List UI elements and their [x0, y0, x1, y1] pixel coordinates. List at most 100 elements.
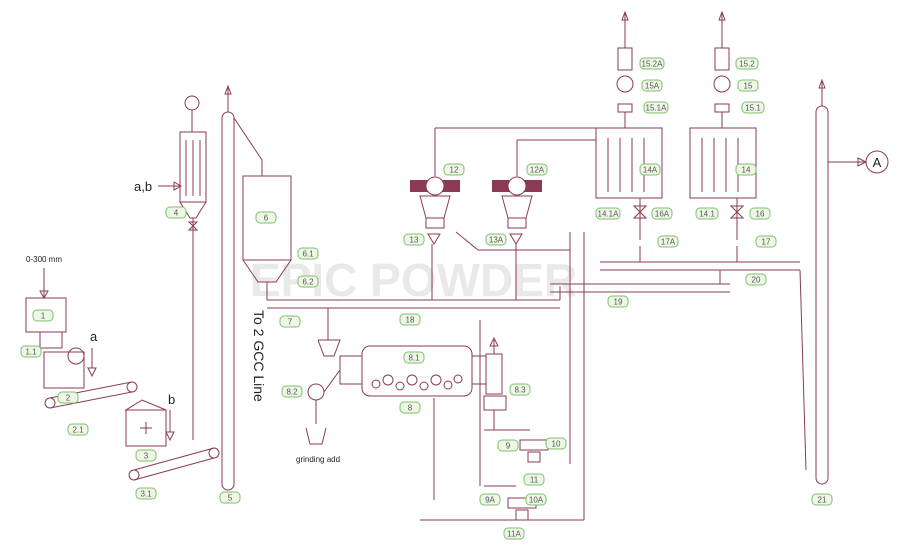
baghouse-14a [595, 127, 663, 199]
tag-17a: 17A [657, 235, 679, 248]
svg-text:15.1A: 15.1A [646, 104, 668, 113]
tag-14-1a: 14.1A [595, 207, 621, 220]
tag-8: 8 [399, 401, 421, 414]
tag-13: 13 [403, 233, 425, 246]
svg-text:16A: 16A [655, 210, 670, 219]
tag-5: 5 [219, 491, 241, 504]
svg-text:14A: 14A [643, 166, 658, 175]
tag-17: 17 [755, 235, 777, 248]
tag-14: 14 [735, 163, 757, 176]
tag-3: 3 [135, 449, 157, 462]
svg-text:9A: 9A [485, 496, 495, 505]
bag-filter-14 [689, 10, 757, 240]
svg-text:15.2A: 15.2A [642, 60, 664, 69]
crusher-motor-icon [67, 347, 85, 365]
svg-text:6.2: 6.2 [302, 278, 314, 287]
tag-15a: 15A [641, 79, 663, 92]
svg-text:17: 17 [762, 238, 771, 247]
tag-14-1: 14.1 [695, 207, 719, 220]
svg-text:6.1: 6.1 [302, 250, 314, 259]
tag-12: 12 [443, 163, 465, 176]
svg-text:8.1: 8.1 [408, 354, 420, 363]
crusher-feed-section: 0-300 mm a b [25, 255, 220, 481]
valve-16a-icon [632, 205, 648, 219]
svg-text:1.1: 1.1 [25, 348, 37, 357]
tag-9a: 9A [479, 493, 501, 506]
feed-size-label: 0-300 mm [26, 255, 62, 264]
tag-16: 16 [749, 207, 771, 220]
silo [242, 175, 292, 261]
additive-tank [305, 427, 327, 445]
fan-15a-icon [616, 75, 634, 93]
tag-8-2: 8.2 [281, 385, 303, 398]
classifier-12a [492, 139, 596, 245]
elevator-21 [815, 105, 829, 485]
grinding-add-label: grinding add [296, 455, 340, 464]
svg-text:10: 10 [552, 440, 561, 449]
tag-15-2a: 15.2A [639, 57, 665, 70]
svg-text:3.1: 3.1 [140, 490, 152, 499]
svg-text:3: 3 [144, 452, 149, 461]
tag-11a: 11A [503, 527, 525, 540]
tag-6: 6 [255, 211, 277, 224]
valve-16-icon [729, 205, 745, 219]
silo-6: To 2 GCC Line [242, 175, 292, 402]
output-a-label: A [873, 155, 882, 170]
tag-15-1: 15.1 [741, 101, 765, 114]
rotary-valve-icon [187, 221, 199, 231]
feed-hopper [25, 297, 67, 333]
baghouse-14 [689, 127, 757, 199]
svg-text:16: 16 [756, 210, 765, 219]
svg-text:19: 19 [614, 298, 623, 307]
tag-14a: 14A [639, 163, 661, 176]
lower-equipment [420, 231, 585, 521]
svg-text:8: 8 [408, 404, 413, 413]
svg-text:8.2: 8.2 [286, 388, 298, 397]
svg-text:9: 9 [506, 442, 511, 451]
tag-8-1: 8.1 [403, 351, 425, 364]
tag-18: 18 [399, 313, 421, 326]
tag-10a: 10A [525, 493, 547, 506]
svg-text:4: 4 [174, 209, 179, 218]
svg-text:1: 1 [41, 312, 46, 321]
svg-text:12: 12 [450, 166, 459, 175]
tag-20: 20 [745, 273, 767, 286]
feed-arrow-icon [39, 290, 49, 300]
belt-conveyor-3-1 [133, 447, 215, 471]
tag-11: 11 [523, 473, 545, 486]
crusher [43, 351, 85, 389]
to-gcc-line-label: To 2 GCC Line [251, 310, 267, 402]
output-a-node [865, 150, 889, 174]
bucket-elevator-21: A [799, 78, 889, 485]
tag-13a: 13A [485, 233, 507, 246]
valve-13-icon [427, 233, 441, 245]
pump-icon [307, 383, 325, 401]
svg-text:14.1: 14.1 [699, 210, 715, 219]
tag-15: 15 [737, 79, 759, 92]
classifier-12 [410, 127, 596, 245]
svg-text:13: 13 [410, 236, 419, 245]
fan-11 [519, 439, 549, 451]
svg-text:20: 20 [752, 276, 761, 285]
tag-8-3: 8.3 [509, 383, 531, 396]
svg-text:14: 14 [742, 166, 751, 175]
tag-15-1a: 15.1A [643, 101, 669, 114]
main-piping [267, 244, 800, 340]
svg-text:12A: 12A [530, 166, 545, 175]
svg-text:11A: 11A [507, 530, 521, 539]
additive-b-label: b [168, 392, 175, 407]
tag-12a: 12A [526, 163, 548, 176]
tag-2: 2 [57, 391, 79, 404]
tag-6-2: 6.2 [297, 275, 319, 288]
tag-4: 4 [165, 206, 187, 219]
tag-19: 19 [607, 295, 629, 308]
ball-mill-8: grinding add [296, 336, 507, 464]
dust-collector-4: a,b [134, 95, 207, 440]
svg-text:6: 6 [264, 214, 269, 223]
svg-text:15.1: 15.1 [745, 104, 761, 113]
additive-a-label: a [90, 329, 98, 344]
tag-10: 10 [545, 437, 567, 450]
bag-filter [179, 131, 207, 203]
bag-filter-14a [595, 10, 663, 240]
